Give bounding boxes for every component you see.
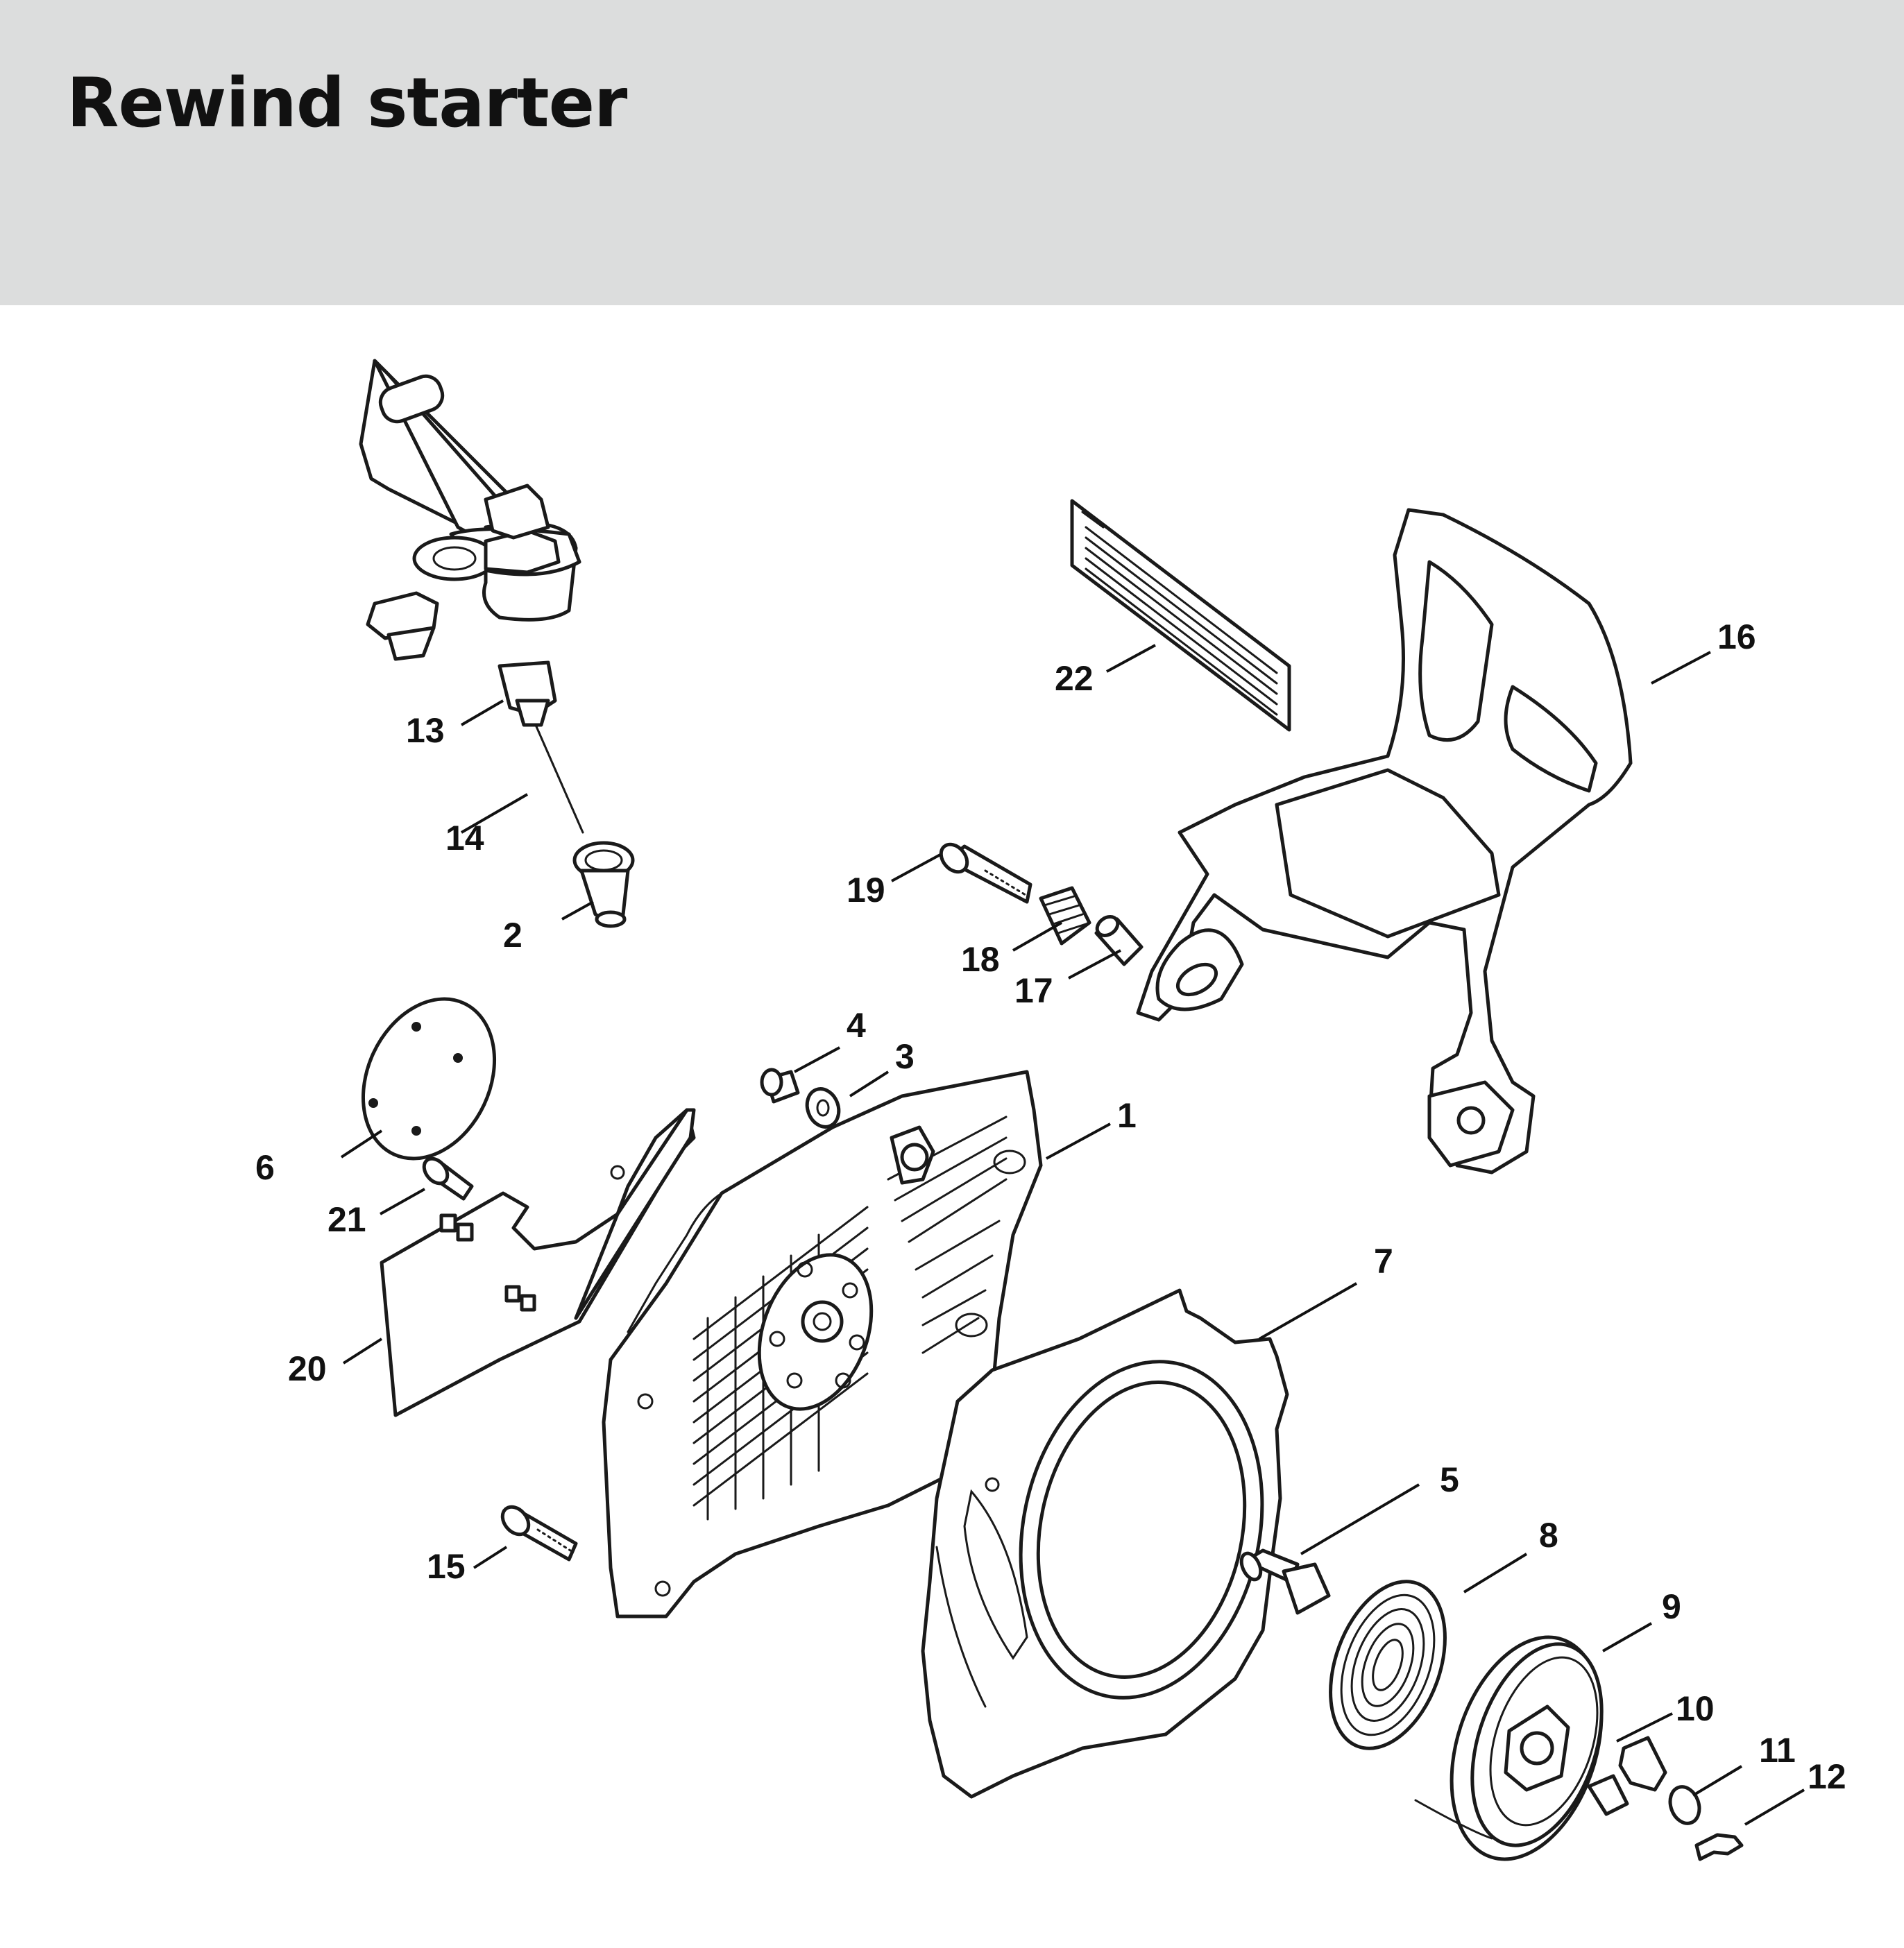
part-14-starter-rope[interactable] [534, 724, 584, 834]
part-7-starter-cover[interactable] [921, 1288, 1292, 1799]
part-19-screw[interactable] [936, 839, 1032, 904]
callout-20: 20 [288, 1349, 327, 1388]
callout-16: 16 [1717, 617, 1756, 656]
callout-4: 4 [847, 1006, 866, 1045]
callout-19: 19 [847, 871, 885, 909]
callout-17: 17 [1014, 971, 1053, 1010]
callout-11: 11 [1759, 1731, 1796, 1770]
part-2-rope-guide-bushing[interactable] [572, 841, 635, 928]
callout-10: 10 [1676, 1689, 1715, 1728]
part-16-hand-guard[interactable] [1136, 508, 1633, 1174]
part-10-pawl[interactable] [1587, 1736, 1667, 1816]
callout-3: 3 [895, 1037, 915, 1076]
callout-6: 6 [255, 1148, 275, 1187]
part-13-starter-grip[interactable] [359, 359, 581, 727]
callout-1: 1 [1117, 1096, 1137, 1135]
header-band: Rewind starter [0, 0, 1904, 305]
page-title: Rewind starter [67, 64, 627, 143]
part-8-rewind-spring[interactable] [1309, 1566, 1466, 1764]
callout-15: 15 [427, 1547, 466, 1586]
part-22-label[interactable] [1070, 499, 1291, 732]
callout-21: 21 [328, 1200, 366, 1239]
part-15-screw[interactable] [498, 1502, 578, 1562]
part-9-rope-rotor[interactable] [1414, 1618, 1628, 1879]
part-1-fan-housing[interactable] [602, 1070, 1043, 1618]
callout-9: 9 [1662, 1587, 1681, 1626]
callout-labels: 1 2 3 4 5 6 7 8 9 10 11 12 13 14 15 16 1… [255, 617, 1846, 1796]
part-12-retainer[interactable] [1694, 1833, 1744, 1861]
callout-13: 13 [406, 711, 445, 750]
callout-18: 18 [961, 940, 1000, 979]
part-17-sleeve[interactable] [1094, 913, 1144, 966]
callout-7: 7 [1374, 1242, 1393, 1281]
leader-lines [340, 644, 1805, 1826]
part-5-shaft[interactable] [1238, 1548, 1331, 1615]
part-21-screw[interactable] [419, 1154, 474, 1201]
callout-5: 5 [1440, 1460, 1459, 1499]
part-18-spring[interactable] [1039, 886, 1091, 946]
callout-8: 8 [1539, 1516, 1558, 1555]
part-20-plate[interactable] [380, 1108, 696, 1417]
callout-12: 12 [1808, 1757, 1846, 1796]
callout-14: 14 [445, 819, 484, 857]
part-6-disc[interactable] [339, 977, 520, 1180]
part-4-nut[interactable] [760, 1068, 800, 1104]
callout-22: 22 [1055, 659, 1094, 698]
part-3-washer[interactable] [802, 1084, 844, 1131]
part-11-spring-clip[interactable] [1665, 1783, 1704, 1827]
callout-2: 2 [503, 916, 522, 955]
